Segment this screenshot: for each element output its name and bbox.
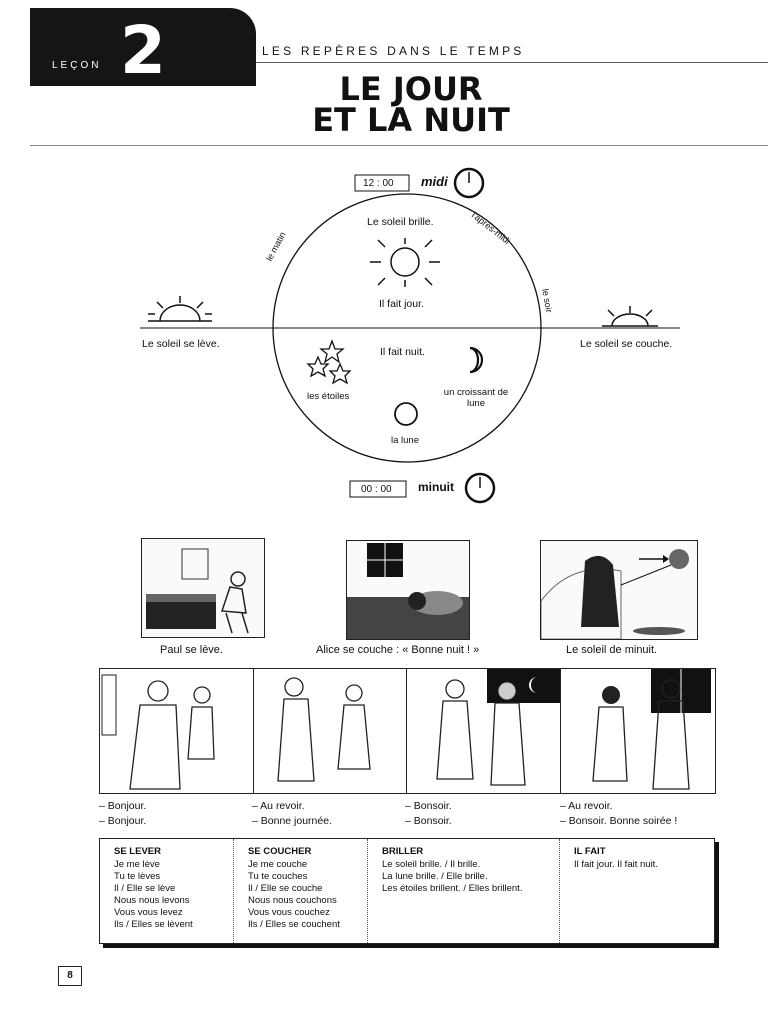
conj-line: Ils / Elles se lèvent (114, 919, 193, 930)
dialogue-4-line1: – Au revoir. (560, 800, 613, 812)
crescent-label: un croissant de lune (443, 387, 509, 409)
caption-alice: Alice se couche : « Bonne nuit ! » (316, 644, 480, 656)
diagram-graphic (140, 167, 680, 504)
picture-midnight-sun (540, 540, 698, 640)
conj-line: Les étoiles brillent. / Elles brillent. (382, 883, 523, 894)
midnight-clock-icon (464, 472, 496, 504)
stars-label: les étoiles (307, 391, 350, 402)
noon-label: midi (421, 174, 448, 189)
dialogue-3-line1: – Bonsoir. (405, 800, 452, 812)
page-title-line1: LE JOUR (339, 70, 483, 108)
crescent-moon-icon (469, 346, 484, 374)
conj-line: Tu te lèves (114, 871, 161, 882)
midnight-time: 00 : 00 (361, 484, 392, 495)
header-rule (256, 62, 768, 63)
strip-panel-2 (253, 669, 407, 793)
page-title-line2: ET LA NUIT (312, 101, 510, 139)
conj-line: La lune brille. / Elle brille. (382, 871, 488, 882)
strip-panel-3 (406, 669, 561, 793)
greeting-evening-illustration (436, 669, 561, 786)
night-bedroom-illustration (347, 543, 469, 639)
bedroom-illustration (146, 548, 249, 634)
page-title: LE JOUR ET LA NUIT (256, 70, 566, 139)
conj-heading: SE COUCHER (248, 846, 312, 857)
caption-paul: Paul se lève. (160, 644, 223, 656)
day-circle (272, 193, 542, 463)
moon-icon (394, 402, 418, 426)
conj-line: Je me lève (114, 859, 160, 870)
conj-line: Le soleil brille. / Il brille. (382, 859, 481, 870)
conj-line: Il / Elle se couche (248, 883, 323, 894)
dialogue-1-line1: – Bonjour. (99, 800, 147, 812)
sunset-text: Le soleil se couche. (580, 338, 673, 350)
midnight-sun-illustration (541, 549, 689, 639)
conj-line: Nous nous couchons (248, 895, 337, 906)
dialogue-2-line1: – Au revoir. (252, 800, 305, 812)
day-night-diagram: 12 : 00 midi 00 : 00 minuit Le soleil br… (0, 150, 768, 520)
conj-heading: SE LEVER (114, 846, 161, 857)
conj-heading: BRILLER (382, 846, 424, 857)
section-title: LES REPÈRES DANS LE TEMPS (262, 44, 525, 58)
strip-panel-1 (100, 669, 253, 793)
noon-time: 12 : 00 (363, 178, 394, 189)
moon-label: la lune (391, 435, 419, 446)
noon-clock-icon (453, 167, 485, 199)
conj-line: Vous vous levez (114, 907, 183, 918)
strip-panel-4 (560, 669, 716, 793)
caption-midnight-sun: Le soleil de minuit. (566, 644, 658, 656)
sunset-icon (602, 306, 658, 327)
greeting-good-evening-illustration (592, 669, 711, 790)
conj-line: Nous nous levons (114, 895, 190, 906)
midnight-time-box (349, 480, 407, 498)
conj-line: Vous vous couchez (248, 907, 330, 918)
dialogue-2-line2: – Bonne journée. (252, 815, 332, 827)
conj-line: Je me couche (248, 859, 308, 870)
conj-line: Il fait jour. Il fait nuit. (574, 859, 658, 870)
conj-col-briller: BRILLER Le soleil brille. / Il brille. L… (367, 839, 560, 943)
greetings-strip (99, 668, 716, 794)
picture-paul-wakes (141, 538, 265, 638)
sun-shines-text: Le soleil brille. (367, 216, 434, 228)
page-number: 8 (58, 966, 82, 986)
conj-col-se-coucher: SE COUCHER Je me couche Tu te couches Il… (233, 839, 368, 943)
conj-line: Tu te couches (248, 871, 308, 882)
sunrise-icon (148, 296, 212, 322)
lesson-number: 2 (120, 12, 166, 89)
picture-alice-sleeps (346, 540, 470, 640)
greeting-goodbye-illustration (277, 677, 371, 782)
dialogue-4-line2: – Bonsoir. Bonne soirée ! (560, 815, 678, 827)
conj-heading: IL FAIT (574, 846, 606, 857)
conj-col-il-fait: IL FAIT Il fait jour. Il fait nuit. (559, 839, 715, 943)
dialogue-3-line2: – Bonsoir. (405, 815, 452, 827)
stars-icon (306, 339, 352, 385)
noon-time-box (354, 174, 410, 192)
greeting-hello-illustration (101, 674, 215, 790)
conj-line: Ils / Elles se couchent (248, 919, 340, 930)
night-text: Il fait nuit. (380, 346, 425, 358)
midnight-label: minuit (418, 480, 454, 494)
sun-icon (370, 238, 440, 287)
conjugation-box: SE LEVER Je me lève Tu te lèves Il / Ell… (99, 838, 715, 944)
lesson-label: LEÇON (52, 60, 102, 71)
lesson-banner (30, 8, 256, 86)
day-text: Il fait jour. (379, 298, 424, 310)
sunrise-text: Le soleil se lève. (142, 338, 220, 350)
dialogue-1-line2: – Bonjour. (99, 815, 147, 827)
conj-line: Il / Elle se lève (114, 883, 176, 894)
title-rule (30, 145, 768, 146)
conj-col-se-lever: SE LEVER Je me lève Tu te lèves Il / Ell… (100, 839, 233, 943)
